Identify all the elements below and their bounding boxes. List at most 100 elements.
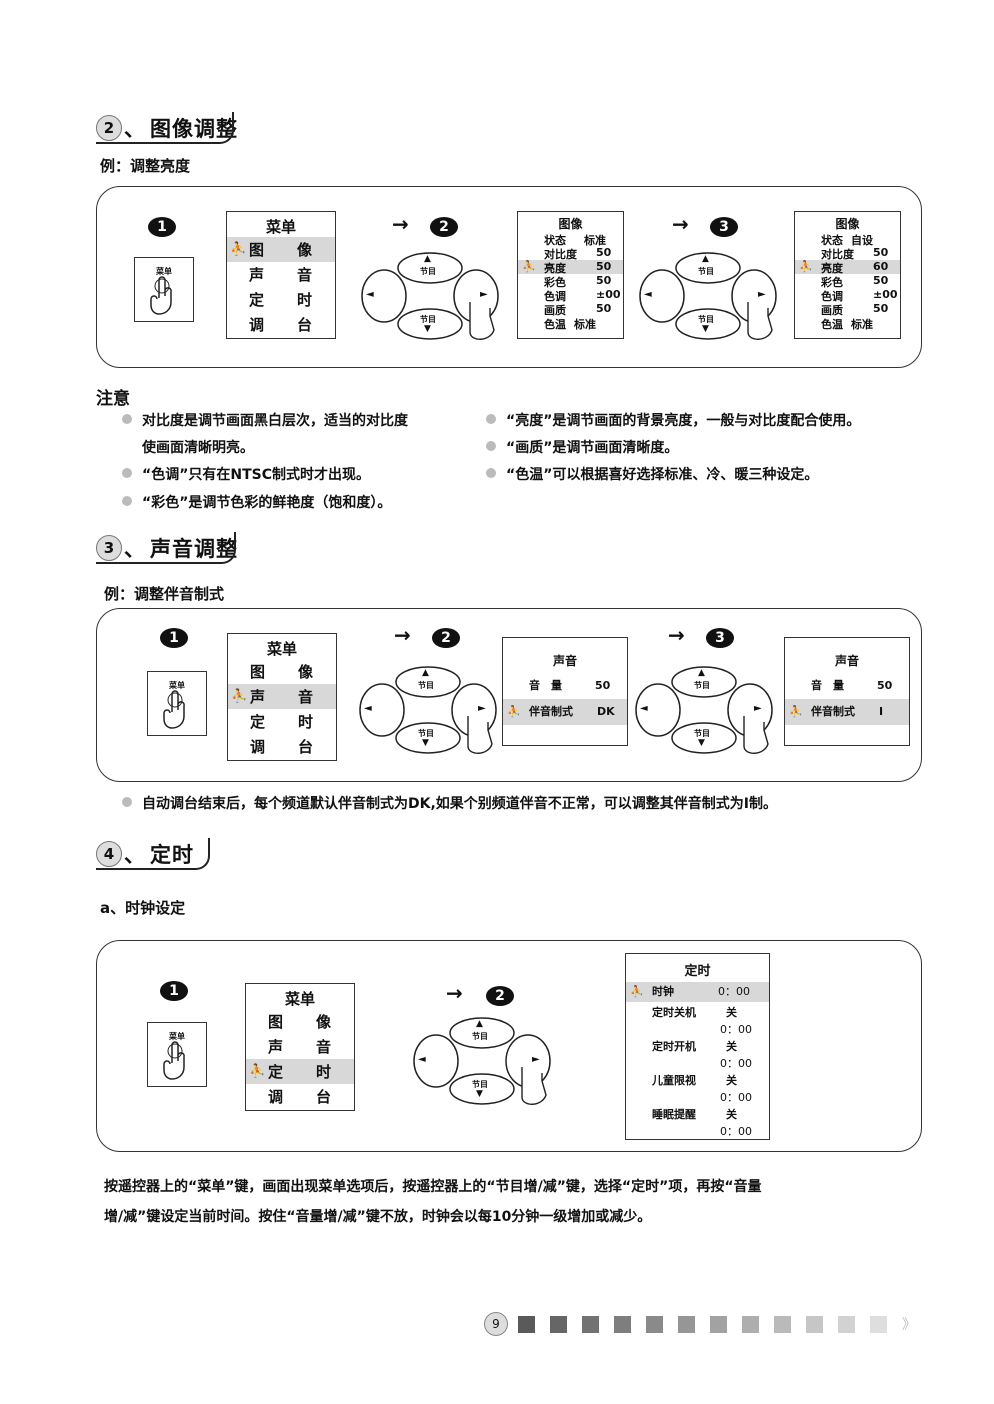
cursor-icon: ⛹ [799,260,813,273]
program-down-label: 节目 [698,315,714,324]
step-1-badge: 1 [160,981,188,1001]
menu-item-tuning[interactable]: 调台 [268,1088,332,1106]
step-2-badge: 2 [486,986,514,1006]
cursor-icon: ⛹ [789,705,803,718]
progress-square [614,1315,631,1333]
menu-item-picture[interactable]: ⛹图像 [227,237,335,262]
arrow-icon: → [672,212,689,236]
clock-setting-panel [96,940,922,1152]
main-menu: 菜单 ⛹图像 声音 定时 调台 [226,211,336,339]
menu-key[interactable]: 菜单 [147,671,207,736]
menu-item-timer[interactable]: ⛹定时 [246,1059,354,1084]
menu-key[interactable]: 菜单 [134,257,194,322]
progress-square [774,1315,791,1333]
progress-square [646,1315,663,1333]
program-up-label: 节目 [420,267,436,276]
section-underline [96,838,210,870]
left-arrow-icon: ◄ [640,703,648,714]
arrow-icon: → [446,981,463,1005]
program-up-label: 节目 [694,681,710,690]
progress-square [582,1315,599,1333]
up-arrow-icon: ▲ [422,668,429,678]
sound-note: 自动调台结束后，每个频道默认伴音制式为DK,如果个别频道伴音不正常，可以调整其伴… [122,793,777,813]
down-arrow-icon: ▼ [698,738,705,748]
section-underline [96,112,234,144]
cursor-icon: ⛹ [507,705,521,718]
arrow-icon: → [668,623,685,647]
progress-square [678,1315,695,1333]
arrow-icon: → [392,212,409,236]
menu-item-sound[interactable]: 声音 [249,266,313,284]
program-down-label: 节目 [420,315,436,324]
dpad-icon[interactable] [634,664,774,764]
right-arrow-icon: ► [532,1054,540,1065]
remote-dpad: ▲ 节目 节目 ▼ ◄ ► [638,250,778,354]
finger-press-icon [163,1041,185,1080]
down-arrow-icon: ▼ [702,324,709,334]
right-arrow-icon: ► [758,289,766,300]
menu-key[interactable]: 菜单 [147,1022,207,1087]
osd-title: 声音 [552,654,577,668]
dpad-icon[interactable] [360,250,500,350]
remote-dpad: ▲ 节目 节目 ▼ ◄ ► [360,250,500,354]
remote-dpad: ▲ 节目 节目 ▼ ◄ ► [412,1015,552,1119]
menu-key-label: 菜单 [169,1032,185,1041]
example-label: 例：调整伴音制式 [104,585,225,603]
dpad-icon[interactable] [412,1015,552,1115]
finger-press-icon [150,276,172,315]
progress-square [806,1315,823,1333]
program-up-label: 节目 [418,681,434,690]
progress-square [870,1315,887,1333]
menu-item-tuning[interactable]: 调台 [250,738,314,756]
cursor-icon: ⛹ [249,1064,266,1079]
osd-title: 声音 [834,654,859,668]
dpad-icon[interactable] [358,664,498,764]
note-item: “色温”可以根据喜好选择标准、冷、暖三种设定。 [486,464,818,484]
down-arrow-icon: ▼ [422,738,429,748]
up-arrow-icon: ▲ [698,668,705,678]
section-separator: 、 [124,117,146,141]
osd-title: 图像 [558,217,583,231]
note-item: “亮度”是调节画面的背景亮度，一般与对比度配合使用。 [486,410,860,430]
menu-item-sound[interactable]: ⛹声音 [228,684,336,709]
page-footer: 9 》 [484,1312,916,1336]
progress-square [550,1315,567,1333]
dpad-icon[interactable] [638,250,778,350]
section-underline [96,532,236,564]
menu-item-timer[interactable]: 定时 [249,291,313,309]
menu-key-label: 菜单 [169,681,185,690]
menu-item-picture[interactable]: 图像 [250,663,314,681]
menu-item-timer[interactable]: 定时 [250,713,314,731]
menu-title: 菜单 [265,218,296,236]
left-arrow-icon: ◄ [366,289,374,300]
menu-title: 菜单 [284,990,315,1008]
section-separator: 、 [124,537,146,561]
osd-title: 定时 [684,964,711,979]
program-up-label: 节目 [472,1032,488,1041]
menu-item-sound[interactable]: 声音 [268,1038,332,1056]
right-arrow-icon: ► [478,703,486,714]
page-number: 9 [484,1312,508,1336]
left-arrow-icon: ◄ [418,1054,426,1065]
instruction-paragraph: 按遥控器上的“菜单”键，画面出现菜单选项后，按遥控器上的“节目增/减”键，选择“… [104,1179,762,1225]
note-item: “色调”只有在NTSC制式时才出现。 [122,464,370,484]
notes-title: 注意 [96,389,130,409]
step-3-badge: 3 [710,217,738,237]
step-2-badge: 2 [430,217,458,237]
right-arrow-icon: ► [754,703,762,714]
step-2-badge: 2 [432,628,460,648]
cursor-icon: ⛹ [522,260,536,273]
menu-item-picture[interactable]: 图像 [268,1013,332,1031]
picture-adjust-panel [96,186,922,368]
menu-item-tuning[interactable]: 调台 [249,316,313,334]
section-title: 定时 [150,843,194,867]
note-item: “彩色”是调节色彩的鲜艳度（饱和度）。 [122,492,391,512]
down-arrow-icon: ▼ [476,1089,483,1099]
remote-dpad: ▲ 节目 节目 ▼ ◄ ► [634,664,774,768]
end-mark-icon: 》 [902,1317,916,1333]
